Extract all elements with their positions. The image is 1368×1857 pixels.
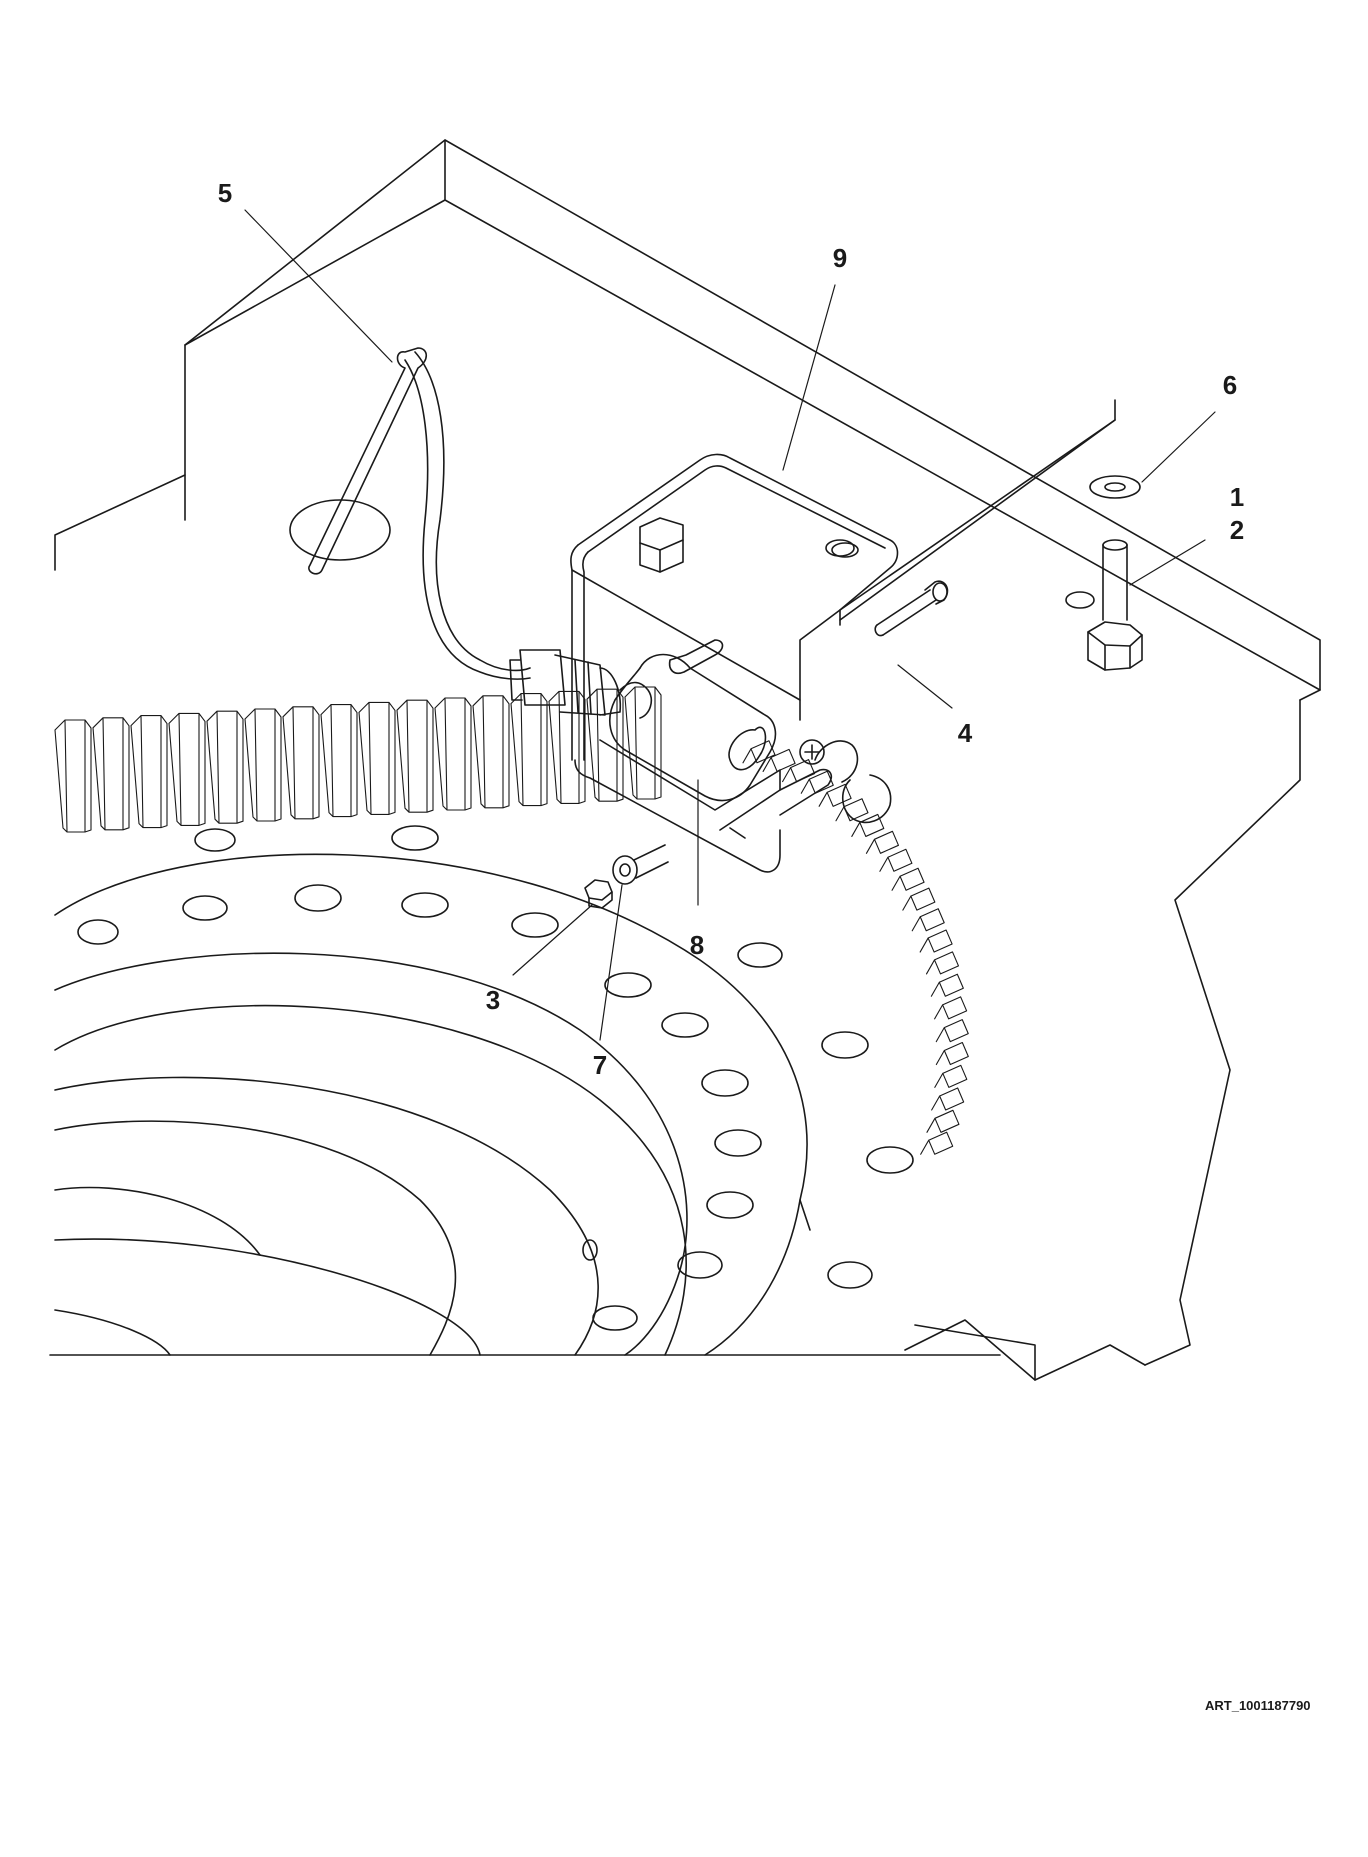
gear-tooth	[624, 686, 662, 800]
proximity-sensor	[574, 653, 892, 873]
gear-tooth	[911, 908, 945, 932]
gear-tooth	[282, 706, 320, 820]
gear-tooth	[931, 1087, 965, 1111]
sensor-connector	[509, 649, 652, 719]
gear-tooth	[396, 699, 434, 813]
cable-harness	[308, 347, 531, 680]
chassis-plate	[54, 139, 1321, 1381]
gear-tooth	[244, 708, 282, 822]
gear-tooth	[934, 1064, 968, 1088]
gear-tooth	[320, 704, 358, 818]
gear-tooth	[742, 740, 776, 764]
callout-2: 2	[1229, 515, 1245, 545]
nut-washer	[584, 844, 669, 909]
gear-tooth	[930, 973, 964, 997]
hex-bolt-assembly	[1087, 475, 1143, 671]
gear-tooth	[782, 759, 816, 783]
callout-1: 1	[1229, 482, 1245, 512]
gear-tooth	[919, 929, 953, 953]
art-reference-code: ART_1001187790	[1205, 1698, 1311, 1713]
gear-teeth	[54, 686, 969, 1155]
callout-7: 7	[592, 1050, 608, 1080]
gear-tooth	[130, 715, 168, 829]
leader-lines	[244, 209, 1216, 1041]
gear-tooth	[926, 1109, 960, 1133]
gear-tooth	[510, 693, 548, 807]
gear-tooth	[920, 1131, 954, 1155]
gear-tooth	[434, 697, 472, 811]
callout-9: 9	[832, 243, 848, 273]
callout-5: 5	[217, 178, 233, 208]
gear-tooth	[865, 830, 900, 854]
gear-tooth	[762, 748, 796, 772]
gear-tooth	[472, 695, 510, 809]
bracket-bolt	[639, 517, 684, 573]
callout-3: 3	[485, 985, 501, 1015]
gear-tooth	[925, 951, 960, 975]
ring-bolt-holes	[77, 825, 914, 1331]
gear-tooth	[206, 710, 244, 824]
gear-tooth	[586, 688, 624, 802]
slew-ring	[49, 853, 1001, 1356]
gear-tooth	[54, 719, 92, 833]
plate-holes	[289, 499, 1095, 609]
sensor-bracket	[570, 453, 899, 761]
gear-tooth	[548, 690, 586, 804]
gear-tooth	[879, 848, 913, 872]
gear-tooth	[818, 783, 852, 807]
gear-tooth	[92, 717, 130, 831]
gear-tooth	[934, 996, 968, 1020]
gear-tooth	[935, 1041, 969, 1066]
gear-tooth	[902, 887, 936, 911]
gear-tooth	[800, 770, 834, 794]
gear-tooth	[358, 701, 396, 815]
long-bolt	[874, 580, 949, 637]
gear-tooth	[851, 813, 885, 837]
gear-tooth	[168, 712, 206, 826]
gear-tooth	[835, 798, 869, 822]
callout-6: 6	[1222, 370, 1238, 400]
gear-tooth	[935, 1019, 969, 1043]
gear-tooth	[891, 867, 925, 891]
callout-4: 4	[957, 718, 973, 748]
callout-8: 8	[689, 930, 705, 960]
